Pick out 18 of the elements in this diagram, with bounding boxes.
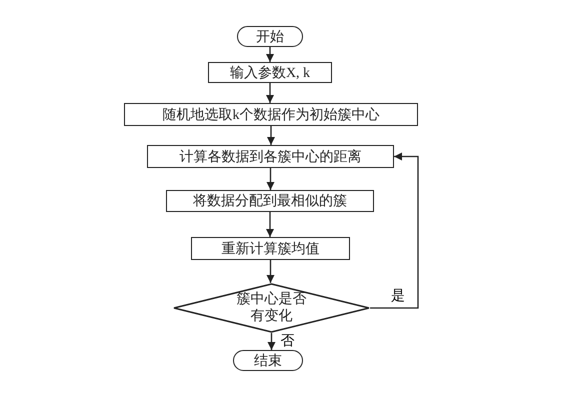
arrow [266, 260, 274, 283]
edge-label: 否 [280, 334, 296, 350]
arrow [266, 47, 274, 62]
process-box: 将数据分配到最相似的簇 [166, 190, 374, 212]
process-box: 随机地选取k个数据作为初始簇中心 [124, 103, 418, 126]
arrow [267, 126, 275, 145]
arrow [268, 333, 276, 350]
process-box: 计算各数据到各簇中心的距离 [147, 145, 394, 168]
terminal-box: 开始 [237, 26, 303, 47]
process-box: 重新计算簇均值 [191, 237, 350, 260]
arrow [266, 83, 274, 103]
arrow [266, 168, 274, 190]
process-box: 输入参数X, k [208, 62, 332, 83]
arrow [266, 212, 274, 237]
edge-label: 是 [390, 289, 406, 305]
arrow [370, 152, 419, 309]
terminal-box: 结束 [233, 350, 303, 371]
decision-diamond: 簇中心是否有变化 [173, 283, 370, 333]
